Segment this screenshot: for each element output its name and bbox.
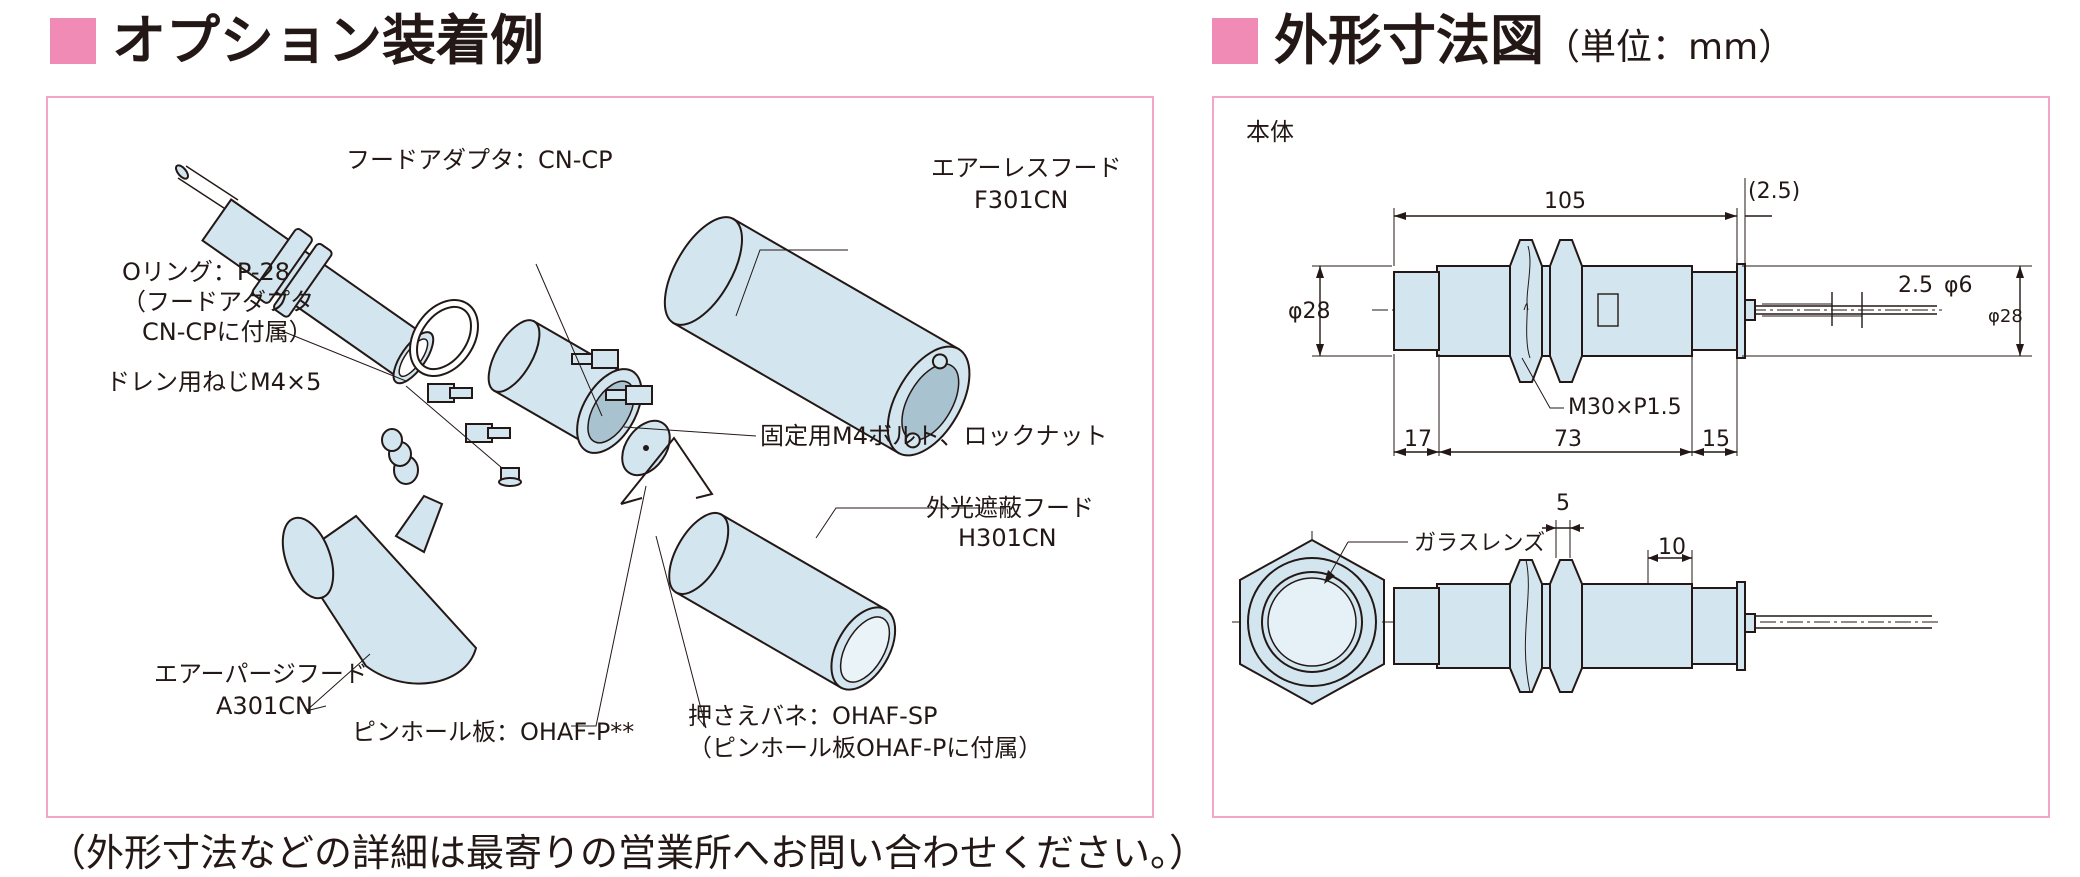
dimension-panel xyxy=(1212,96,2050,818)
right-heading-unit: （単位：mm） xyxy=(1544,27,1795,68)
glass-lens-label: ガラスレンズ xyxy=(1414,531,1545,556)
label-fixing-bolt: 固定用M4ボルト、ロックナット xyxy=(760,422,1108,450)
dimension-drawing: 本体 105 (2.5) φ28 2.5 φ6 φ28 xyxy=(1232,118,2032,706)
o-ring xyxy=(409,298,479,378)
label-shade-hood: 外光遮蔽フード xyxy=(926,494,1094,522)
option-panel xyxy=(46,96,1154,818)
drain-screw xyxy=(498,467,522,487)
label-airless-hood-model: F301CN xyxy=(974,186,1068,214)
sensor-body xyxy=(201,198,435,385)
label-shade-hood-model: H301CN xyxy=(958,524,1057,552)
pinhole-plate xyxy=(621,419,671,477)
dim-15: 15 xyxy=(1702,427,1730,452)
label-oring: Oリング：P-28 xyxy=(122,258,290,286)
dim-length: 105 xyxy=(1544,189,1586,214)
dim-5: 5 xyxy=(1556,491,1570,516)
footer-note: （外形寸法などの詳細は最寄りの営業所へお問い合わせください。） xyxy=(48,831,1208,875)
dim-diameter-right: φ28 xyxy=(1988,306,2023,327)
label-drain-screw: ドレン用ねじM4×5 xyxy=(106,368,321,396)
label-airless-hood: エアーレスフード xyxy=(931,154,1122,182)
pressing-spring xyxy=(620,436,714,505)
side-view: 105 (2.5) φ28 2.5 φ6 φ28 M30×P1.5 17 73 … xyxy=(1288,178,2032,456)
right-heading-title: 外形寸法図 xyxy=(1274,9,1544,72)
dim-phi6: φ6 xyxy=(1944,273,1973,298)
label-spring: 押さえバネ：OHAF-SP xyxy=(688,702,938,730)
label-spring-note: （ピンホール板OHAF-Pに付属） xyxy=(688,734,1042,762)
fixing-bolts xyxy=(427,349,653,443)
label-oring-note-1: （フードアダプタ xyxy=(122,288,314,316)
dim-73: 73 xyxy=(1554,427,1582,452)
label-air-purge-hood-model: A301CN xyxy=(216,692,313,720)
label-air-purge-hood: エアーパージフード xyxy=(154,660,368,688)
dim-thread: M30×P1.5 xyxy=(1568,395,1682,420)
label-oring-note-2: CN-CPに付属） xyxy=(142,318,313,346)
dim-10: 10 xyxy=(1658,535,1686,560)
leader-lines xyxy=(271,249,1006,729)
dim-17: 17 xyxy=(1404,427,1432,452)
option-diagram: フードアダプタ：CN-CP エアーレスフード F301CN Oリング：P-28 … xyxy=(106,146,1122,762)
sensor-cable xyxy=(175,164,239,213)
side-view-bottom: 5 10 xyxy=(1382,491,1942,693)
airless-hood xyxy=(663,216,971,457)
end-view: ガラスレンズ xyxy=(1232,531,1545,706)
left-heading-marker xyxy=(50,18,96,64)
dim-2-5: 2.5 xyxy=(1898,273,1933,298)
light-shade-hood xyxy=(668,512,897,691)
dim-diameter-left: φ28 xyxy=(1288,299,1331,324)
body-label: 本体 xyxy=(1246,118,1294,146)
dim-tail: (2.5) xyxy=(1748,179,1800,204)
label-pinhole-plate: ピンホール板：OHAF-P** xyxy=(352,718,634,746)
air-purge-hood xyxy=(281,428,478,685)
right-heading: 外形寸法図（単位：mm） xyxy=(1274,14,1794,68)
label-hood-adapter: フードアダプタ：CN-CP xyxy=(346,146,613,174)
left-heading: オプション装着例 xyxy=(112,9,544,72)
right-heading-marker xyxy=(1212,18,1258,64)
